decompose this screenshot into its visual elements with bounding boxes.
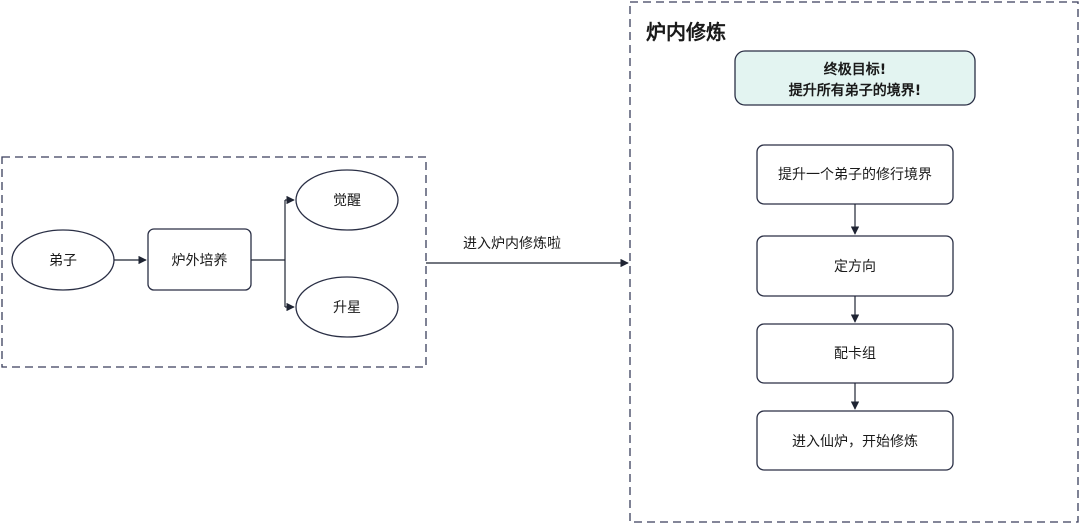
edge-training-fork [251, 195, 295, 312]
node-disciple-label: 弟子 [49, 253, 77, 269]
step-enter-furnace-label: 进入仙炉，开始修炼 [792, 434, 918, 450]
node-outside-training[interactable]: 炉外培养 [147, 228, 252, 291]
goal-box: 终极目标! 提升所有弟子的境界! [734, 50, 976, 106]
step-build-deck-label: 配卡组 [834, 346, 876, 362]
edge-left-to-right-label: 进入炉内修炼啦 [463, 235, 561, 252]
node-awaken[interactable]: 觉醒 [295, 169, 399, 231]
node-disciple[interactable]: 弟子 [11, 229, 115, 291]
right-group-title: 炉内修炼 [646, 20, 726, 44]
node-star-up-label: 升星 [333, 300, 361, 316]
goal-line-1: 终极目标! [824, 61, 886, 78]
step-raise-realm-label: 提升一个弟子的修行境界 [778, 167, 932, 183]
step-enter-furnace[interactable]: 进入仙炉，开始修炼 [756, 410, 954, 471]
step-raise-realm[interactable]: 提升一个弟子的修行境界 [756, 144, 954, 205]
step-set-direction[interactable]: 定方向 [756, 235, 954, 297]
right-group-border [629, 1, 1079, 523]
step-set-direction-label: 定方向 [834, 259, 876, 275]
node-awaken-label: 觉醒 [333, 193, 361, 209]
goal-line-2: 提升所有弟子的境界! [789, 82, 921, 99]
step-build-deck[interactable]: 配卡组 [756, 323, 954, 384]
left-group-border [1, 156, 427, 368]
node-star-up[interactable]: 升星 [295, 276, 399, 338]
node-outside-training-label: 炉外培养 [172, 253, 228, 269]
